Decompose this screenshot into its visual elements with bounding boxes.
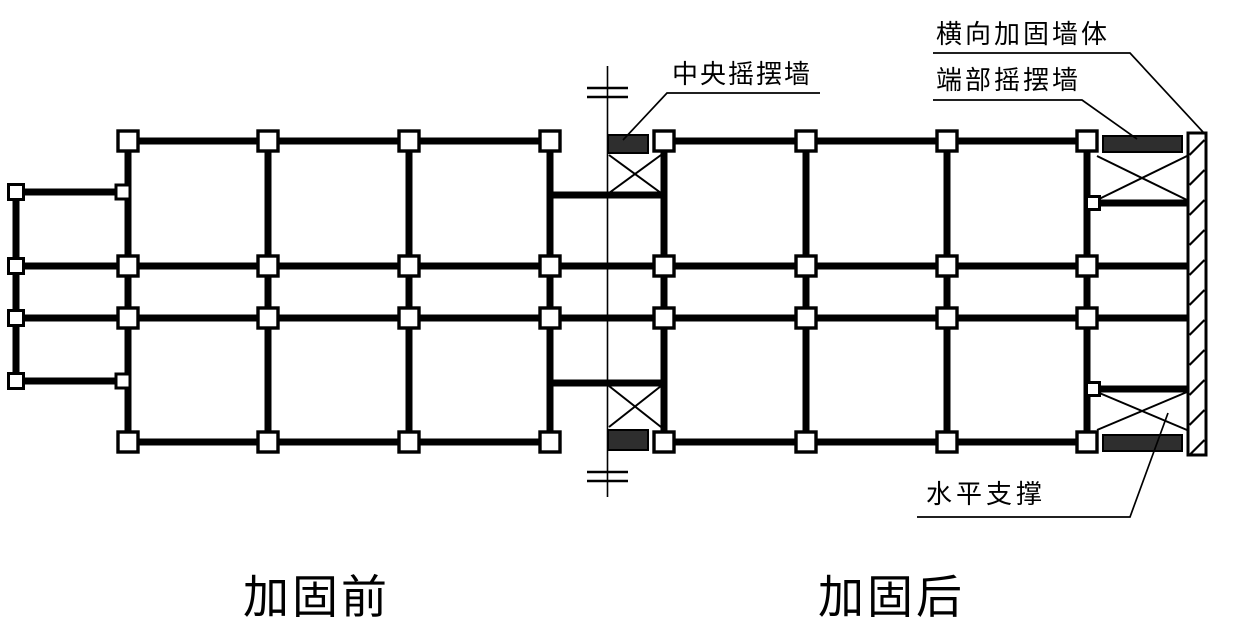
end-rocking-wall-label: 端部摇摆墙 bbox=[936, 66, 1082, 95]
center-rocking-wall-label: 中央摇摆墙 bbox=[672, 60, 813, 89]
wall-hatching bbox=[1188, 139, 1206, 456]
frame-beams-and-columns bbox=[12, 137, 1188, 446]
leader-horizontal-brace bbox=[917, 412, 1169, 518]
column-node bbox=[116, 254, 140, 278]
column-node bbox=[1075, 306, 1099, 330]
column-node bbox=[397, 129, 421, 153]
x-brace-end-top bbox=[1096, 155, 1188, 201]
column-node bbox=[935, 306, 959, 330]
column-node bbox=[256, 306, 280, 330]
center-rocking-wall-top bbox=[607, 134, 649, 154]
column-node bbox=[538, 129, 562, 153]
caption-before-reinforcement: 加固前 bbox=[243, 572, 390, 623]
column-node bbox=[538, 430, 562, 454]
column-node-small bbox=[7, 183, 25, 201]
end-rocking-wall-top bbox=[1102, 135, 1183, 153]
column-node bbox=[256, 430, 280, 454]
transverse-reinforced-wall bbox=[1186, 131, 1208, 457]
column-node bbox=[116, 430, 140, 454]
column-node bbox=[935, 254, 959, 278]
column-nodes bbox=[116, 129, 1099, 454]
column-node bbox=[538, 254, 562, 278]
column-node bbox=[256, 254, 280, 278]
transverse-reinforced-wall-label: 横向加固墙体 bbox=[936, 20, 1111, 49]
column-node bbox=[397, 430, 421, 454]
column-node-small bbox=[7, 257, 25, 275]
column-node bbox=[652, 129, 676, 153]
column-node bbox=[397, 254, 421, 278]
column-node-small bbox=[114, 183, 132, 201]
column-node-small bbox=[7, 309, 25, 327]
column-node-small bbox=[1085, 381, 1101, 397]
column-node bbox=[652, 254, 676, 278]
column-node-small bbox=[7, 372, 25, 390]
horizontal-brace-label: 水平支撑 bbox=[926, 480, 1047, 509]
leader-end-rocking-wall bbox=[933, 99, 1138, 140]
small-column-nodes bbox=[7, 183, 1101, 397]
leader-transverse-wall bbox=[933, 52, 1204, 133]
caption-after-reinforcement: 加固后 bbox=[818, 572, 965, 623]
column-node bbox=[794, 306, 818, 330]
column-node bbox=[397, 306, 421, 330]
column-node bbox=[794, 430, 818, 454]
column-node bbox=[538, 306, 562, 330]
column-node bbox=[794, 254, 818, 278]
column-node bbox=[1075, 129, 1099, 153]
column-node bbox=[935, 129, 959, 153]
column-node bbox=[652, 430, 676, 454]
leader-center-rocking-wall bbox=[622, 92, 820, 141]
leader-lines bbox=[622, 52, 1204, 518]
x-brace-center-bottom bbox=[608, 385, 662, 428]
column-node bbox=[116, 129, 140, 153]
column-node-small bbox=[114, 372, 132, 390]
column-node bbox=[1075, 430, 1099, 454]
column-node bbox=[652, 306, 676, 330]
column-node bbox=[935, 430, 959, 454]
column-node-small bbox=[1085, 195, 1101, 211]
horizontal-brace-x-marks bbox=[608, 154, 1188, 431]
column-node bbox=[794, 129, 818, 153]
center-rocking-wall-bottom bbox=[607, 429, 649, 451]
x-brace-center-top bbox=[608, 154, 662, 194]
rocking-walls bbox=[607, 134, 1183, 452]
column-node bbox=[116, 306, 140, 330]
column-node bbox=[256, 129, 280, 153]
end-rocking-wall-bottom bbox=[1102, 434, 1183, 452]
x-brace-end-bottom bbox=[1096, 391, 1188, 431]
column-node bbox=[1075, 254, 1099, 278]
